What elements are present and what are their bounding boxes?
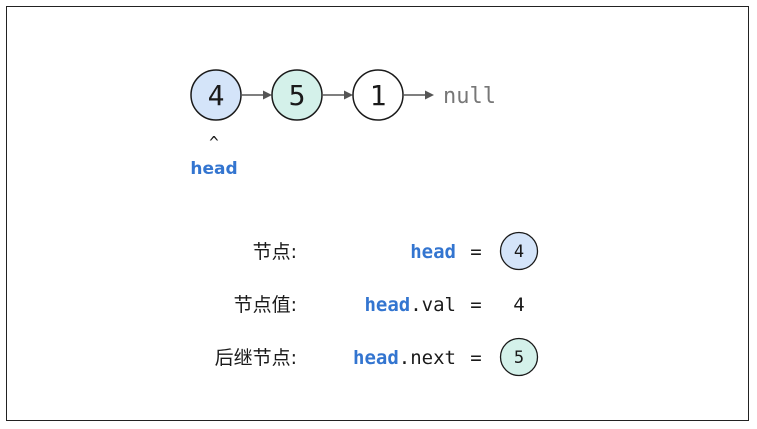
list-node-value: 1	[370, 79, 387, 112]
head-pointer-label: head	[190, 159, 237, 179]
result-node-circle	[499, 231, 539, 271]
expr-variable: head	[353, 347, 399, 369]
equals-sign: =	[470, 294, 481, 316]
list-node-5: 5	[271, 69, 323, 121]
right-arrow-icon	[322, 90, 353, 100]
list-node-1: 1	[352, 69, 404, 121]
result-node: 4	[499, 231, 539, 271]
result-node-value: 5	[514, 348, 524, 368]
list-node-value: 4	[208, 79, 225, 112]
result-node: 5	[499, 337, 539, 377]
right-arrow-icon	[241, 90, 272, 100]
expr-variable: head	[364, 294, 410, 316]
list-node-value: 5	[289, 79, 306, 112]
right-arrow-icon	[403, 90, 434, 100]
row-label: 节点值:	[234, 294, 297, 316]
info-row: 节点: head = 4	[253, 231, 539, 271]
null-label: null	[443, 84, 496, 109]
expr-member: .next	[399, 347, 456, 369]
row-label: 后继节点:	[215, 347, 297, 369]
row-label: 节点:	[253, 241, 297, 263]
result-value: 4	[513, 294, 524, 316]
head-pointer-caret: ^	[209, 133, 219, 152]
row-expression: head	[410, 241, 456, 263]
result-node-value: 4	[514, 242, 524, 262]
row-expression: head.val	[364, 294, 456, 316]
row-expression: head.next	[353, 347, 456, 369]
expr-member: .val	[410, 294, 456, 316]
equals-sign: =	[470, 347, 481, 369]
info-row: 节点值: head.val = 4	[234, 294, 525, 316]
expr-variable: head	[410, 241, 456, 263]
result-node-circle	[499, 337, 539, 377]
equals-sign: =	[470, 241, 481, 263]
info-row: 后继节点: head.next = 5	[215, 337, 539, 377]
list-node-4: 4	[190, 69, 242, 121]
